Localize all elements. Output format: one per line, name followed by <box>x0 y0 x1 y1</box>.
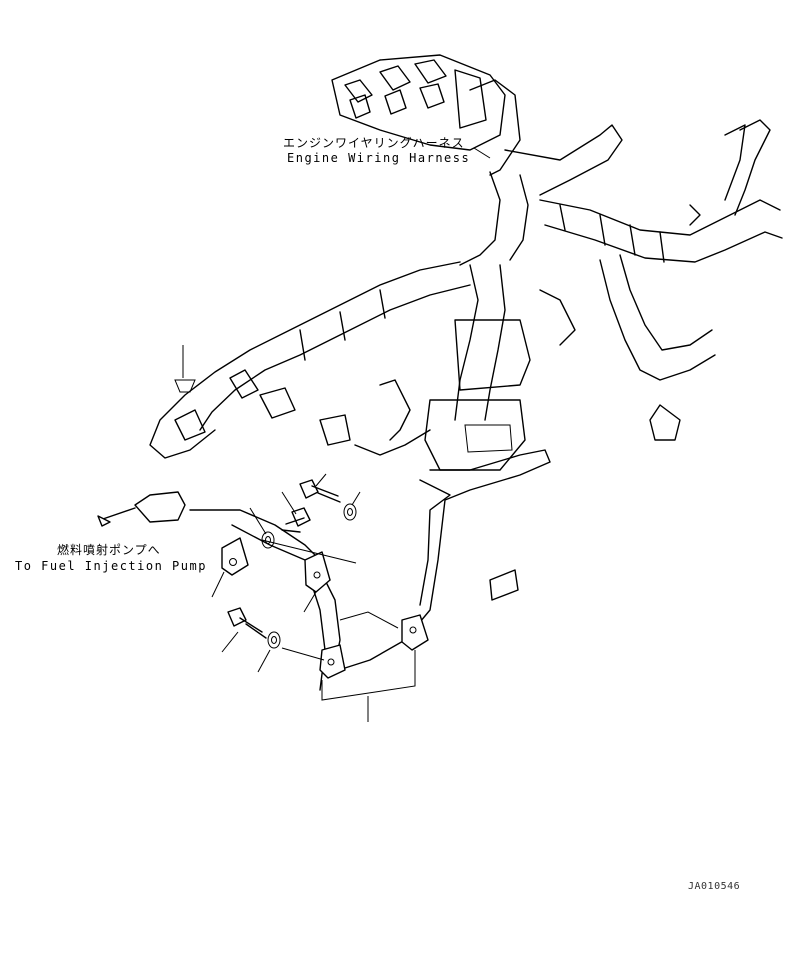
fuel-pump-label-ja: 燃料噴射ポンプへ <box>57 543 161 557</box>
fuel-pump-label-en: To Fuel Injection Pump <box>15 559 207 573</box>
leader-lines <box>174 147 491 722</box>
engine-harness-label-ja: エンジンワイヤリングハーネス <box>283 136 465 150</box>
clamp-parts <box>221 479 429 679</box>
connector-block <box>331 54 521 176</box>
main-harness <box>149 119 783 471</box>
drawing-code: JA010546 <box>688 881 741 892</box>
engine-harness-label-en: Engine Wiring Harness <box>287 151 471 165</box>
